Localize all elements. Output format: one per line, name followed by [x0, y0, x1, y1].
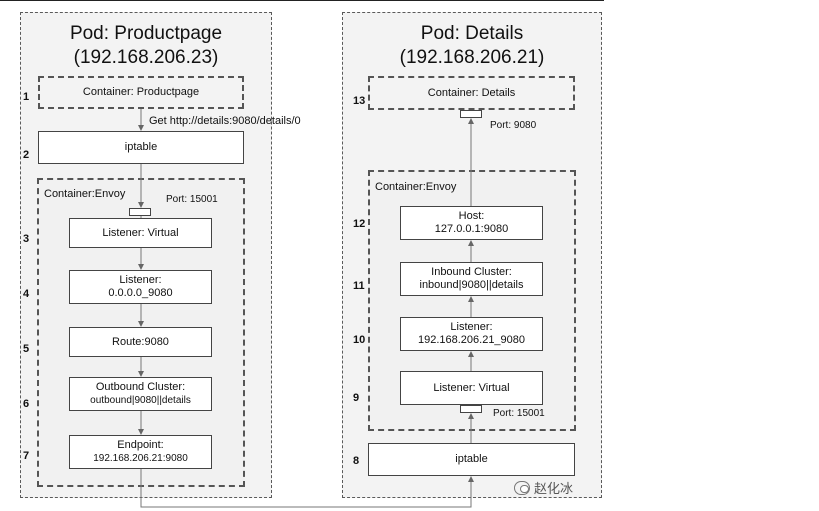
step-13: 13 — [353, 95, 366, 107]
watermark: 赵化冰 — [514, 478, 573, 497]
iptable-details: iptable — [368, 443, 575, 476]
iptable-details-label: iptable — [455, 453, 488, 465]
iptable-productpage: iptable — [38, 131, 244, 164]
pod-details-title: Pod: Details — [420, 23, 524, 44]
step-4: 4 — [23, 288, 30, 300]
step-8: 8 — [353, 455, 360, 467]
listener-0000-line1: Listener: — [119, 274, 162, 286]
listener-192-line1: Listener: — [450, 321, 493, 333]
route-9080: Route:9080 — [69, 327, 212, 357]
step-12: 12 — [353, 218, 366, 230]
container-envoy-left-label: Container:Envoy — [44, 188, 126, 200]
container-productpage: Container: Productpage — [38, 76, 244, 109]
listener-virtual-right-label: Listener: Virtual — [433, 381, 510, 394]
top-border-line — [0, 0, 604, 1]
host-line1: Host: — [458, 210, 485, 222]
container-envoy-right-label: Container:Envoy — [375, 181, 457, 193]
listener-virtual-left: Listener: Virtual — [69, 218, 212, 248]
listener-192-line2: 192.168.206.21_9080 — [417, 334, 526, 346]
step-10: 10 — [353, 334, 366, 346]
iptable-productpage-label: iptable — [124, 141, 158, 153]
request-url: Get http://details:9080/details/0 — [149, 115, 301, 127]
outbound-cluster-line2: outbound|9080||details — [90, 395, 191, 406]
pod-productpage-ip: (192.168.206.23) — [73, 47, 219, 68]
listener-192-9080: Listener: 192.168.206.21_9080 — [400, 317, 543, 351]
step-7: 7 — [23, 450, 30, 462]
endpoint: Endpoint: 192.168.206.21:9080 — [69, 435, 212, 469]
step-5: 5 — [23, 343, 30, 355]
listener-virtual-left-label: Listener: Virtual — [102, 226, 179, 239]
step-9: 9 — [353, 392, 360, 404]
host: Host: 127.0.0.1:9080 — [400, 206, 543, 240]
route-9080-label: Route:9080 — [112, 335, 169, 348]
container-productpage-label: Container: Productpage — [82, 86, 200, 98]
container-details-label: Container: Details — [427, 86, 516, 99]
port-15001-left-label: Port: 15001 — [166, 194, 218, 205]
inbound-cluster: Inbound Cluster: inbound|9080||details — [400, 262, 543, 296]
endpoint-line1: Endpoint: — [117, 439, 164, 451]
outbound-cluster-line1: Outbound Cluster: — [95, 381, 186, 393]
step-11: 11 — [353, 280, 365, 292]
listener-0000-line2: 0.0.0.0_9080 — [108, 287, 173, 299]
endpoint-line2: 192.168.206.21:9080 — [93, 453, 188, 464]
inbound-cluster-line1: Inbound Cluster: — [431, 266, 512, 278]
host-line2: 127.0.0.1:9080 — [434, 223, 509, 235]
step-1: 1 — [23, 91, 30, 103]
inbound-cluster-line2: inbound|9080||details — [419, 279, 524, 291]
step-3: 3 — [23, 233, 30, 245]
container-details: Container: Details — [368, 76, 575, 110]
port-9080-label: Port: 9080 — [490, 120, 537, 131]
port-15001-left — [129, 208, 151, 216]
step-6: 6 — [23, 398, 30, 410]
listener-0000-9080: Listener: 0.0.0.0_9080 — [69, 270, 212, 304]
pod-productpage-title: Pod: Productpage — [69, 23, 223, 44]
port-15001-right-label: Port: 15001 — [493, 408, 545, 419]
watermark-text: 赵化冰 — [534, 481, 574, 496]
port-9080 — [460, 110, 482, 118]
port-15001-right — [460, 405, 482, 413]
listener-virtual-right: Listener: Virtual — [400, 371, 543, 405]
step-2: 2 — [23, 149, 30, 161]
outbound-cluster: Outbound Cluster: outbound|9080||details — [69, 377, 212, 411]
pod-details-ip: (192.168.206.21) — [399, 47, 545, 68]
wechat-icon — [514, 480, 530, 495]
